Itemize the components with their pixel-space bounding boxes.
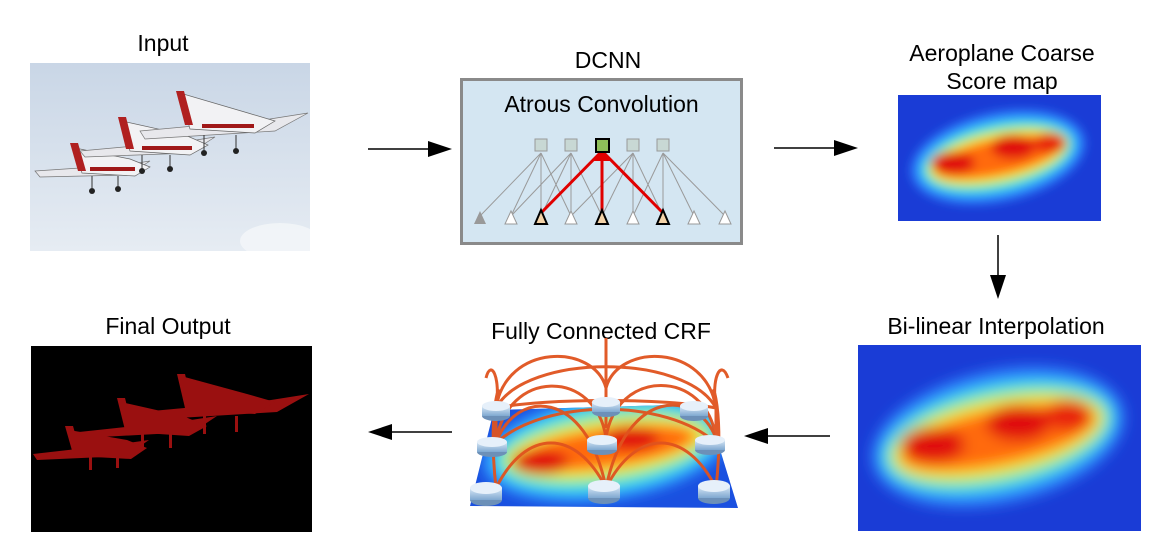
dcnn-label: DCNN xyxy=(574,47,642,73)
atrous-convolution-label: Atrous Convolution xyxy=(504,91,699,117)
coarse-score-label-line1: Aeroplane Coarse xyxy=(909,40,1095,66)
input-nodes xyxy=(474,207,732,225)
arrow-crf-to-final xyxy=(368,424,452,440)
bilinear-interpolation-map xyxy=(858,345,1141,531)
arrow-dcnn-to-coarse xyxy=(774,140,858,156)
coarse-score-label-line2: Score map xyxy=(946,68,1058,94)
output-nodes xyxy=(534,138,670,153)
arrow-coarse-to-bilinear xyxy=(990,235,1006,299)
crf-graph xyxy=(466,338,742,514)
coarse-score-map xyxy=(898,95,1101,221)
airplane-mask-icon xyxy=(33,374,309,470)
dcnn-box: Atrous Convolution xyxy=(460,78,743,245)
input-label: Input xyxy=(137,30,189,56)
arrow-input-to-dcnn xyxy=(368,141,452,157)
airplane-icon xyxy=(34,91,309,194)
arrow-bilinear-to-crf xyxy=(744,428,830,444)
input-image xyxy=(30,63,310,251)
crf-label: Fully Connected CRF xyxy=(491,318,711,344)
crf-nodes xyxy=(470,397,730,506)
bilinear-label: Bi-linear Interpolation xyxy=(887,313,1105,339)
final-output-mask xyxy=(31,346,312,532)
final-label: Final Output xyxy=(105,313,231,339)
